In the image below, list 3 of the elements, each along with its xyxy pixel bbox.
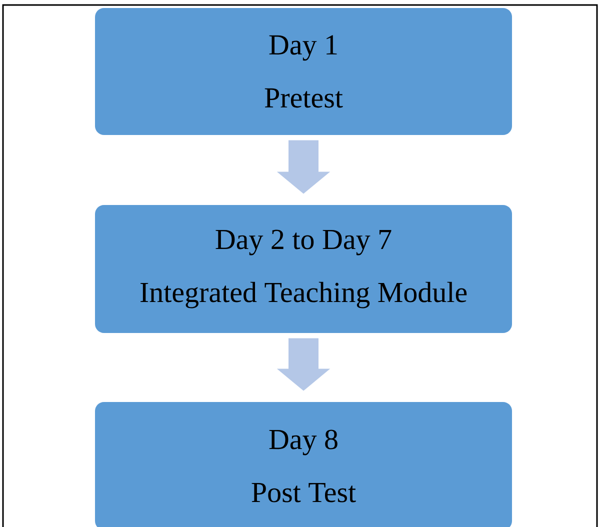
step-box: Day 1 Pretest (95, 8, 512, 135)
step-box: Day 2 to Day 7 Integrated Teaching Module (95, 205, 512, 333)
step-box: Day 8 Post Test (95, 402, 512, 527)
